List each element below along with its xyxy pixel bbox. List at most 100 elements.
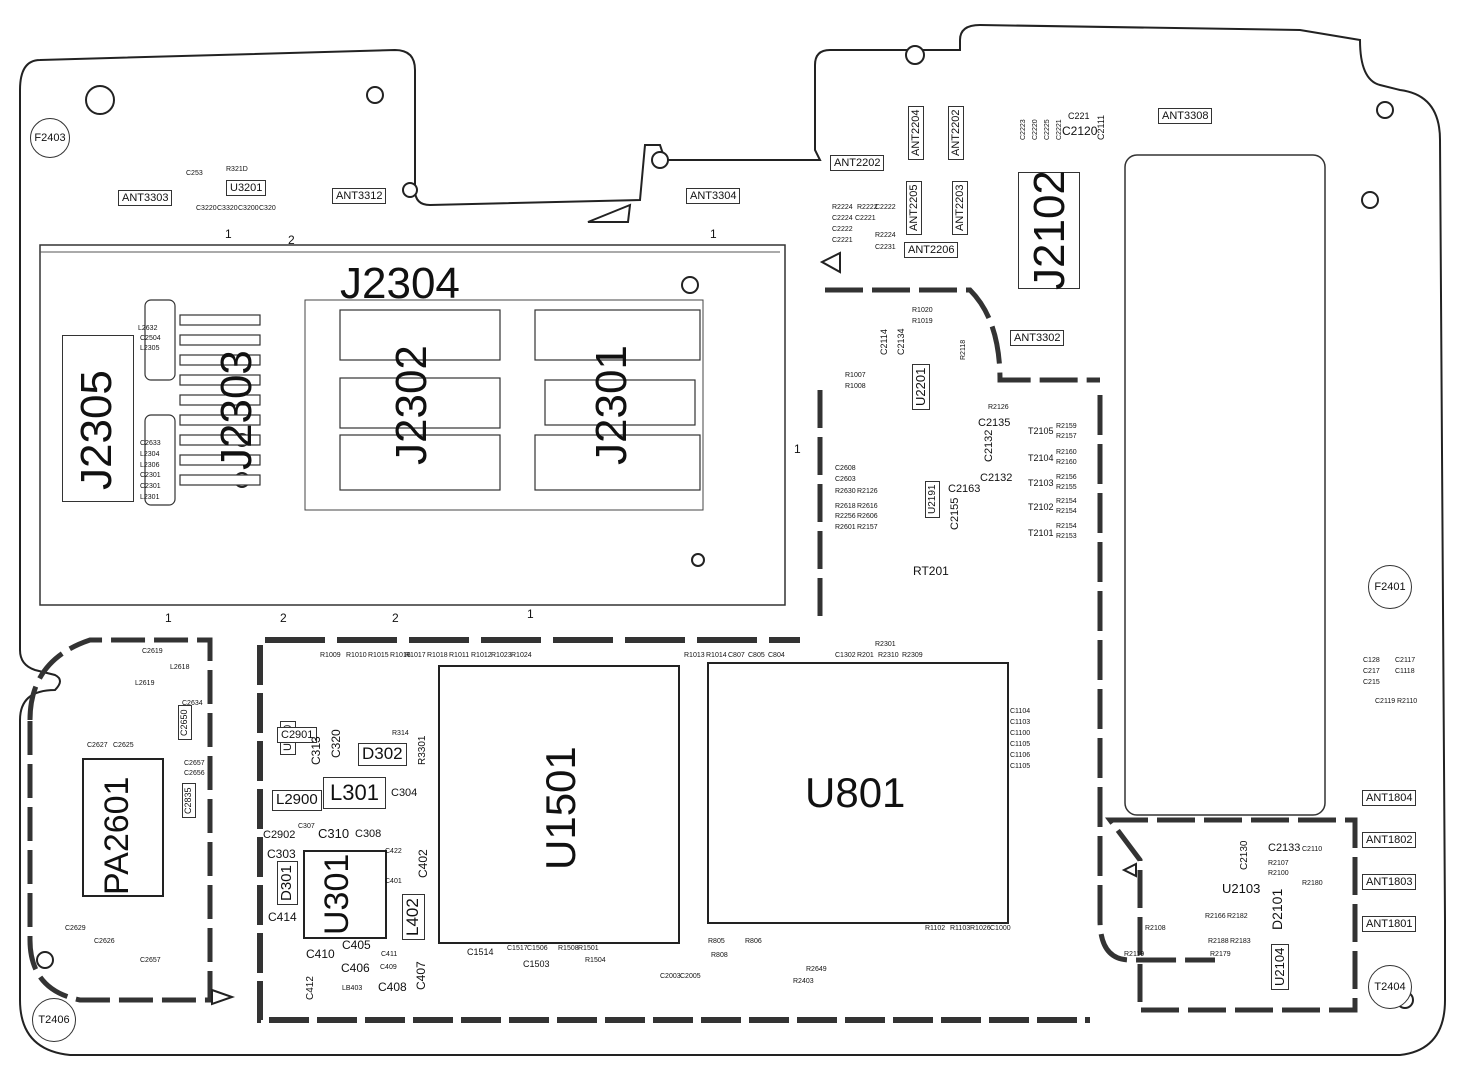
right-cap-c2223: C2223 (1020, 119, 1027, 140)
u301-r314: R314 (392, 730, 409, 737)
u301-c410: C410 (306, 947, 335, 961)
ant-block-6: C2221 (832, 237, 853, 244)
pin-marker-2a: 2 (288, 233, 295, 247)
r10-4: C2114 (879, 329, 889, 355)
r26-8: R2601 (835, 524, 856, 531)
u301-c313: C313 (309, 736, 323, 765)
antenna-ant1801: ANT1801 (1362, 916, 1417, 933)
row-j-3: R1016 (390, 652, 411, 659)
rb-r2119: R2119 (1124, 951, 1145, 958)
mid-cap-3: C2163 (948, 483, 981, 495)
antenna-ant2206: ANT2206 (904, 242, 959, 259)
ic-u2201: U2201 (912, 363, 931, 410)
row-j2-1: R1014 (706, 652, 727, 659)
u301-lb403: LB403 (342, 985, 363, 992)
row-j2-5: C1302 (835, 652, 856, 659)
pa-c2627: C2627 (87, 742, 108, 749)
u801-bottom-2: R1026 (970, 925, 991, 932)
t-pad-res-0: R2159 (1056, 423, 1077, 430)
r10-5: C2134 (896, 328, 906, 355)
rb-c2130: C2130 (1239, 840, 1250, 870)
u301-c405: C405 (342, 938, 371, 952)
fiducial-f2403: F2403 (30, 118, 70, 158)
fr-r2110: R2110 (1397, 698, 1418, 705)
row-j2-0: R1013 (684, 652, 705, 659)
tl-0: C253 (186, 170, 203, 177)
t-pad-res-7: R2154 (1056, 508, 1077, 515)
inductor-l2900: L2900 (272, 790, 322, 811)
antenna-ant3304: ANT3304 (686, 188, 741, 205)
t-pad-res-6: R2154 (1056, 498, 1077, 505)
j2303-frame (304, 299, 704, 511)
fiducial-f2401: F2401 (1368, 565, 1412, 609)
row-j-5: R1018 (427, 652, 448, 659)
mid-cap-1: C2135 (978, 417, 1011, 429)
j2303-side-9: C2301 (140, 483, 161, 490)
pa-c2634: C2634 (182, 700, 203, 707)
connector-j2102-box (1018, 172, 1080, 289)
r10-6: R2118 (960, 339, 967, 360)
row-j-1: R1010 (346, 652, 367, 659)
pin-marker-1c: 1 (165, 611, 172, 625)
r26-6: R2606 (857, 513, 878, 520)
r26-9: R2126 (857, 488, 878, 495)
u301-c402: C402 (416, 849, 430, 878)
antenna-ant1803: ANT1803 (1362, 874, 1417, 891)
u301-c2901: C2901 (277, 727, 318, 744)
bottom-mid-3: C2003 (660, 973, 681, 980)
ic-u2104: U2104 (1271, 943, 1290, 990)
fr-c2117: C2117 (1395, 657, 1416, 664)
test-pad-t2104: T2104 (1028, 453, 1054, 463)
pin-marker-1e: 1 (794, 442, 801, 456)
rb-r2107: R2107 (1268, 860, 1289, 867)
pa-c2626b: C2626 (94, 938, 115, 945)
shield-area-right (1124, 154, 1326, 816)
antenna-ant2205: ANT2205 (906, 180, 923, 235)
pin-marker-1d: 1 (527, 607, 534, 621)
diode-d302: D302 (358, 743, 407, 766)
ic-u1501-label: U1501 (537, 746, 584, 870)
ic-u301-label: U301 (318, 853, 356, 935)
right-cap-c2120: C2120 (1062, 124, 1098, 138)
pin-marker-2b: 2 (280, 611, 287, 625)
rb-r2108: R2108 (1145, 925, 1166, 932)
connector-j2305-box (62, 335, 134, 502)
row-j-6: R1011 (449, 652, 470, 659)
u1501-bottom-0: C1514 (467, 947, 494, 957)
row-j2-7: R2310 (878, 652, 899, 659)
rb-c2133: C2133 (1268, 842, 1301, 854)
bottom-mid-2: R808 (711, 952, 728, 959)
ic-u1501 (438, 665, 680, 944)
row-j-7: R1012 (471, 652, 492, 659)
rb-c2110: C2110 (1302, 846, 1323, 853)
u1501-bottom-3: C1503 (523, 959, 550, 969)
j2302-pads (339, 309, 701, 491)
diode-d301: D301 (277, 861, 298, 905)
t-pad-res-8: R2154 (1056, 523, 1077, 530)
shield-dashed-right2 (1105, 817, 1358, 1013)
rb-r2179: R2179 (1210, 951, 1231, 958)
pa-c2625: C2625 (113, 742, 134, 749)
u301-c422: C422 (385, 848, 402, 855)
test-pad-t2105: T2105 (1028, 426, 1054, 436)
pin-marker-1a: 1 (225, 227, 232, 241)
right-cap-c2221: C2221 (1056, 119, 1063, 140)
row-j-9: R1024 (511, 652, 532, 659)
antenna-ant3302: ANT3302 (1010, 330, 1065, 347)
right-cap-c221: C221 (1068, 111, 1090, 121)
ant-block-0: R2224 (832, 204, 853, 211)
pa-c2629: C2629 (65, 925, 86, 932)
u301-c304: C304 (391, 787, 418, 799)
fr-c128: C128 (1363, 657, 1380, 664)
u301-c412: C412 (305, 976, 316, 1000)
u1501-bottom-1: C1517 (507, 945, 528, 952)
pa-c2656: C2656 (184, 770, 205, 777)
inductor-l301: L301 (323, 777, 386, 810)
fr-c215: C215 (1363, 679, 1380, 686)
u301-c409: C409 (380, 964, 397, 971)
tl-7: C3200 (238, 205, 259, 212)
r26-3: R2618 (835, 503, 856, 510)
bottom-mid-0: R805 (708, 938, 725, 945)
r26-1: C2603 (835, 476, 856, 483)
